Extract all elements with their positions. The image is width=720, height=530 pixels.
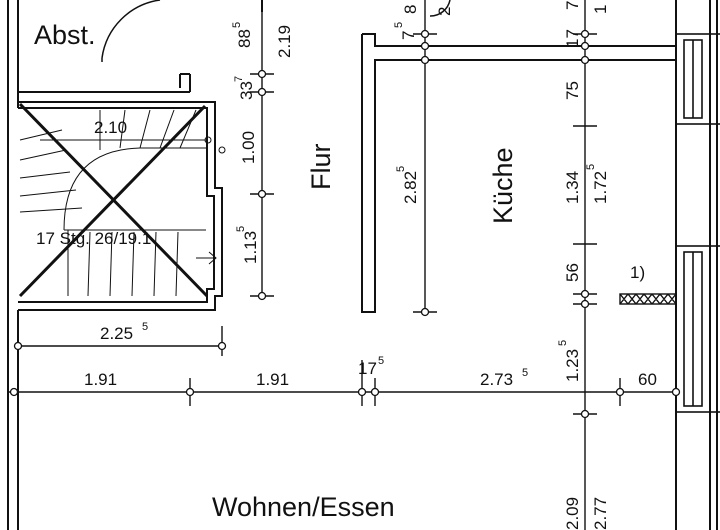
right-vertical-dimensions: 17 7 1 75 1.34 1.72 5 56 1.23 5 2.09 2.7… — [557, 1, 610, 530]
dim-123: 1.23 — [563, 349, 582, 382]
middle-vertical-dimensions: 2.82 5 7 5 8 2 — [393, 5, 454, 204]
dim-2: 2 — [435, 7, 454, 16]
dim-277: 2.77 — [591, 497, 610, 530]
dim-75: 75 — [563, 81, 582, 100]
dim-8: 8 — [401, 5, 420, 14]
dim-134: 1.34 — [563, 171, 582, 204]
walls — [7, 0, 718, 530]
dim-273-sup: 5 — [522, 367, 528, 379]
dim-113: 1.13 — [241, 231, 260, 264]
counter-hatch — [619, 293, 677, 305]
dim-273: 2.73 — [480, 370, 513, 389]
window-bottom — [675, 245, 720, 413]
dim-172: 1.72 — [591, 171, 610, 204]
dim-282-sup: 5 — [395, 166, 407, 172]
dim-17h: 17 — [358, 359, 377, 378]
dimension-lines — [8, 0, 677, 530]
dim-1-right: 1 — [591, 5, 610, 14]
dim-209: 2.09 — [563, 497, 582, 530]
window-top — [675, 33, 720, 125]
dim-172-sup: 5 — [585, 164, 597, 170]
left-vertical-dimensions: 2.19 88 5 33 7 1.00 1.13 5 — [231, 22, 294, 264]
stairs-width-label: 2.10 — [94, 118, 127, 137]
dim-282: 2.82 — [401, 171, 420, 204]
dim-191a: 1.91 — [84, 370, 117, 389]
dim-17: 17 — [563, 29, 582, 48]
dim-7: 7 — [399, 31, 418, 40]
dim-113-sup: 5 — [235, 226, 247, 232]
dim-33: 33 — [237, 81, 256, 100]
dim-219: 2.19 — [275, 25, 294, 58]
dim-100: 1.00 — [239, 131, 258, 164]
dim-225: 2.25 — [100, 324, 133, 343]
dim-33-sup: 7 — [233, 76, 245, 82]
staircase — [18, 102, 226, 298]
room-label-wohnen-essen: Wohnen/Essen — [212, 492, 395, 522]
horizontal-dimensions: 2.25 5 1.91 1.91 17 5 2.73 5 60 — [84, 321, 657, 389]
note-marker: 1) — [630, 263, 645, 282]
dimension-nodes — [9, 29, 681, 419]
room-label-kueche: Küche — [488, 147, 518, 224]
dim-191b: 1.91 — [256, 370, 289, 389]
dim-7-sup: 5 — [393, 22, 405, 28]
room-label-flur: Flur — [306, 143, 336, 190]
room-label-abst: Abst. — [34, 20, 96, 50]
dim-225-sup: 5 — [142, 321, 148, 333]
dim-60: 60 — [638, 370, 657, 389]
stairs-step-label: 17 Stg. 26/19.1 — [36, 229, 151, 248]
dim-7-right: 7 — [563, 1, 582, 10]
dim-56: 56 — [563, 263, 582, 282]
door-swing-kitchen — [429, 0, 451, 17]
dim-88-sup: 5 — [231, 22, 243, 28]
dim-123-sup: 5 — [557, 340, 569, 346]
dim-88: 88 — [235, 29, 254, 48]
dim-17h-sup: 5 — [378, 355, 384, 367]
door-swing-abst — [101, 0, 161, 62]
